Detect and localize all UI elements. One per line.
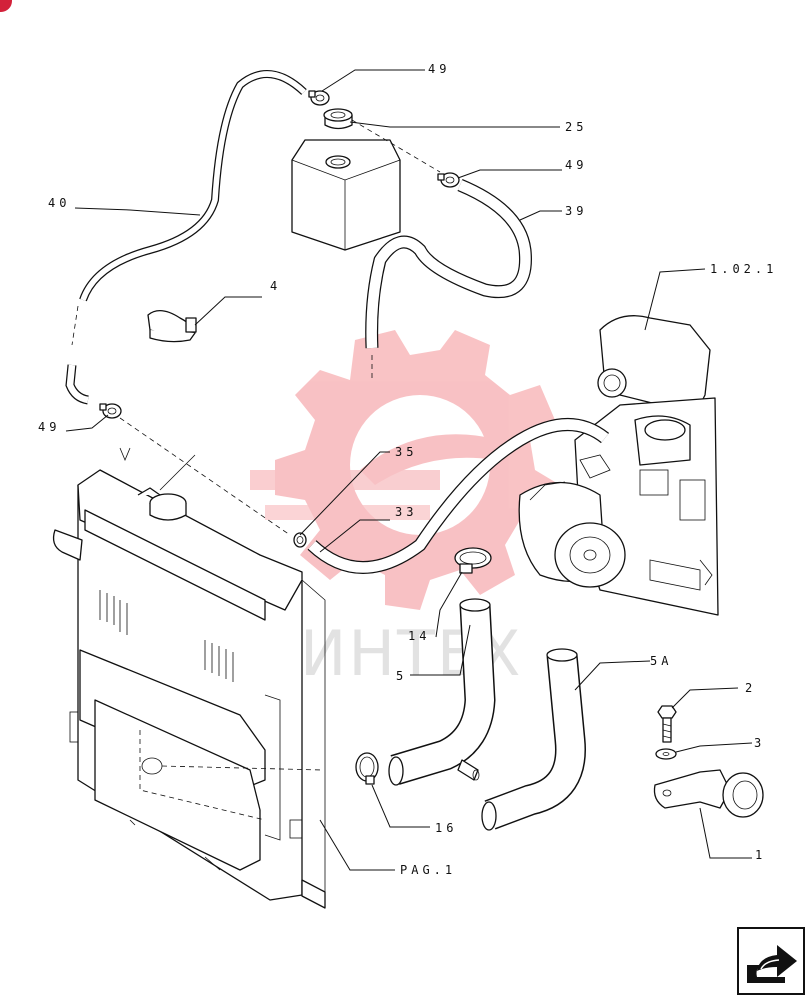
expansion-tank	[291, 139, 401, 251]
next-page-button[interactable]	[737, 927, 805, 995]
callout-4: 4	[270, 279, 281, 293]
hose-40	[79, 70, 307, 302]
next-page-arrow-icon	[747, 945, 797, 983]
clamp-16	[355, 752, 379, 785]
callout-1: 1	[755, 848, 766, 862]
callout-25: 25	[565, 120, 587, 134]
callout-5a: 5A	[650, 654, 672, 668]
callout-49-left: 49	[38, 420, 60, 434]
hose-40-lower	[65, 364, 89, 405]
callout-14: 14	[408, 629, 430, 643]
washer-3	[655, 748, 677, 760]
callout-49-top: 49	[428, 62, 450, 76]
clamp-49-left	[99, 403, 122, 419]
callout-1-02-1: 1.02.1	[710, 262, 777, 276]
callout-2: 2	[745, 681, 756, 695]
bolt-2	[657, 705, 677, 743]
clamp-14	[454, 547, 492, 574]
clamp-35	[293, 532, 307, 548]
radiator-cap	[137, 454, 196, 521]
hose-33	[307, 418, 610, 574]
radiator-assembly	[52, 469, 326, 909]
hose-39	[365, 179, 532, 349]
callout-33: 33	[395, 505, 417, 519]
callout-35: 35	[395, 445, 417, 459]
callout-49-mid: 49	[565, 158, 587, 172]
engine-assembly	[518, 315, 719, 616]
hose-5	[388, 598, 496, 786]
leader-lines	[65, 69, 753, 871]
hose-5a	[481, 648, 586, 831]
callout-5: 5	[396, 669, 407, 683]
bracket-1	[653, 769, 764, 818]
callout-16: 16	[435, 821, 457, 835]
callout-39: 39	[565, 204, 587, 218]
bracket-4	[147, 310, 197, 343]
tank-cap	[323, 108, 353, 130]
callout-40: 40	[48, 196, 70, 210]
callout-3: 3	[754, 736, 765, 750]
clamp-49-mid	[437, 172, 460, 188]
callout-pag-1: PAG.1	[400, 863, 456, 877]
clamp-49-top	[308, 90, 330, 106]
